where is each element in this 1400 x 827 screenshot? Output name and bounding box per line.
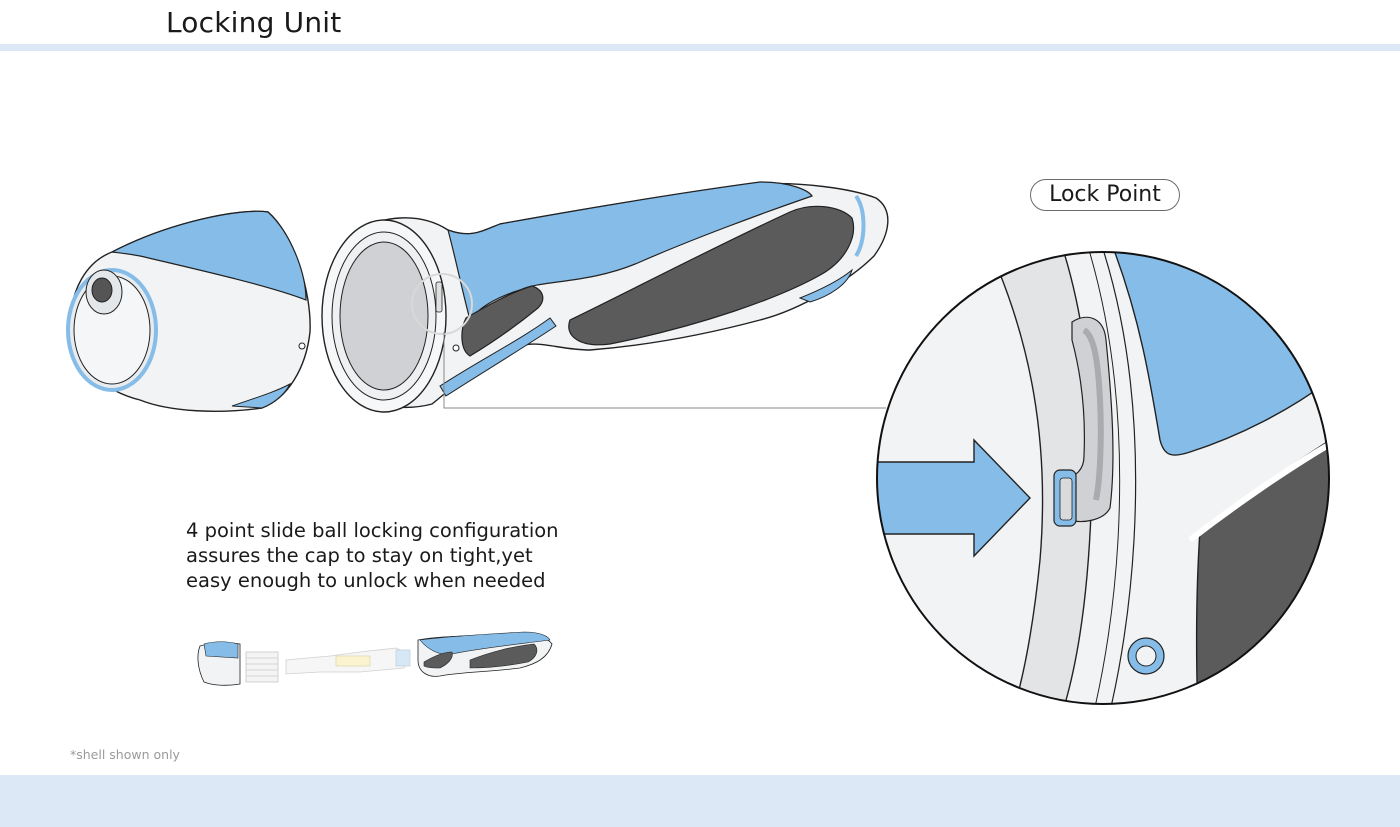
page-title: Locking Unit bbox=[166, 6, 342, 39]
detail-rim-line-2 bbox=[1085, 252, 1121, 704]
description-text: 4 point slide ball locking configuration… bbox=[186, 518, 606, 593]
detail-grip-edge bbox=[1188, 441, 1329, 543]
cap-pin bbox=[298, 342, 306, 350]
description-line: 4 point slide ball locking configuration bbox=[186, 519, 559, 542]
handle-part bbox=[321, 181, 889, 413]
handle-grip-main bbox=[568, 205, 854, 346]
header-band bbox=[0, 44, 1400, 51]
detail-lock-channel bbox=[1082, 327, 1104, 501]
detail-view bbox=[876, 251, 1330, 705]
cap-lens bbox=[91, 277, 113, 303]
cap-blue-bottom bbox=[231, 382, 292, 409]
footnote: *shell shown only bbox=[70, 747, 180, 762]
handle-cavity bbox=[339, 241, 429, 391]
footer-band bbox=[0, 775, 1400, 827]
lock-point-label: Lock Point bbox=[1030, 179, 1180, 211]
description-line: assures the cap to stay on tight,yet bbox=[186, 544, 533, 567]
thumb-rings bbox=[245, 651, 279, 683]
description-line: easy enough to unlock when needed bbox=[186, 569, 546, 592]
handle-nose-ring bbox=[854, 194, 866, 258]
lock-slot-small bbox=[435, 281, 443, 313]
lock-point-marker bbox=[411, 273, 473, 335]
detail-rim-line bbox=[1099, 252, 1137, 704]
cap-part bbox=[66, 210, 311, 412]
handle-grip-small bbox=[461, 285, 544, 357]
right-arrow-icon bbox=[877, 438, 1031, 558]
handle-blue-tail bbox=[798, 268, 853, 303]
leader-line bbox=[443, 332, 886, 409]
handle-pin bbox=[452, 344, 460, 352]
handle-blue-band bbox=[439, 317, 557, 397]
thumbnail-views bbox=[197, 631, 553, 686]
cap-blue-top bbox=[110, 210, 307, 301]
